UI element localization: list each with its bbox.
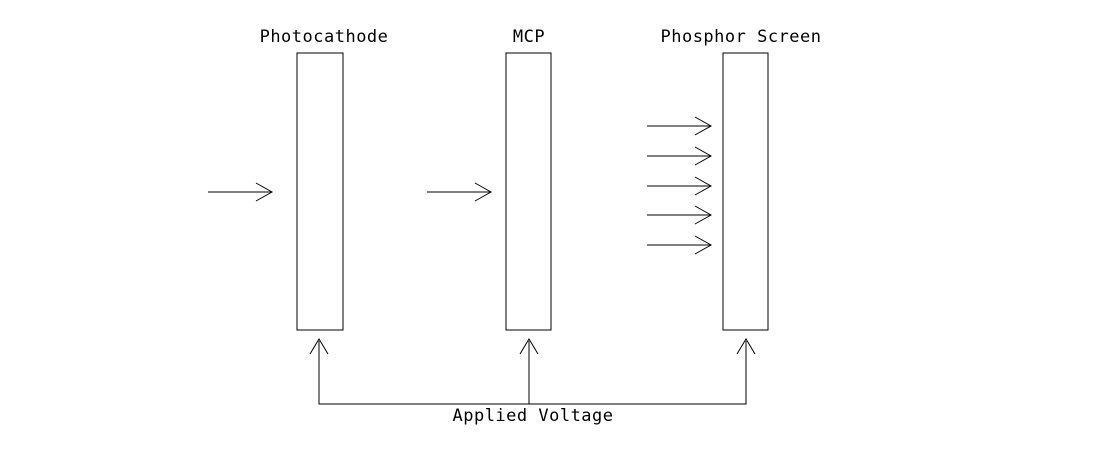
voltage-wiring xyxy=(309,338,756,405)
voltage-bus-line xyxy=(318,341,747,405)
applied-voltage-label: Applied Voltage xyxy=(452,406,613,426)
multiplied-arrow xyxy=(647,116,713,136)
multiplied-arrow xyxy=(647,176,713,196)
voltage-arrowhead-phosphor xyxy=(736,338,756,355)
incoming-light-arrow xyxy=(208,182,274,202)
multiplied-arrow xyxy=(647,235,713,255)
mcp-label: MCP xyxy=(513,27,545,47)
multiplied-arrow xyxy=(647,146,713,166)
photocathode-label: Photocathode xyxy=(260,27,389,47)
photocathode-plate xyxy=(296,52,344,331)
multiplied-arrow xyxy=(647,205,713,225)
mcp-plate xyxy=(505,52,552,331)
multiplied-electron-arrows xyxy=(647,116,713,255)
voltage-arrowhead-photocathode xyxy=(309,338,329,355)
phosphor-screen-label: Phosphor Screen xyxy=(660,27,821,47)
electron-arrow-to-mcp xyxy=(427,182,493,202)
phosphor-screen-plate xyxy=(722,52,769,331)
voltage-arrowhead-mcp xyxy=(519,338,539,355)
